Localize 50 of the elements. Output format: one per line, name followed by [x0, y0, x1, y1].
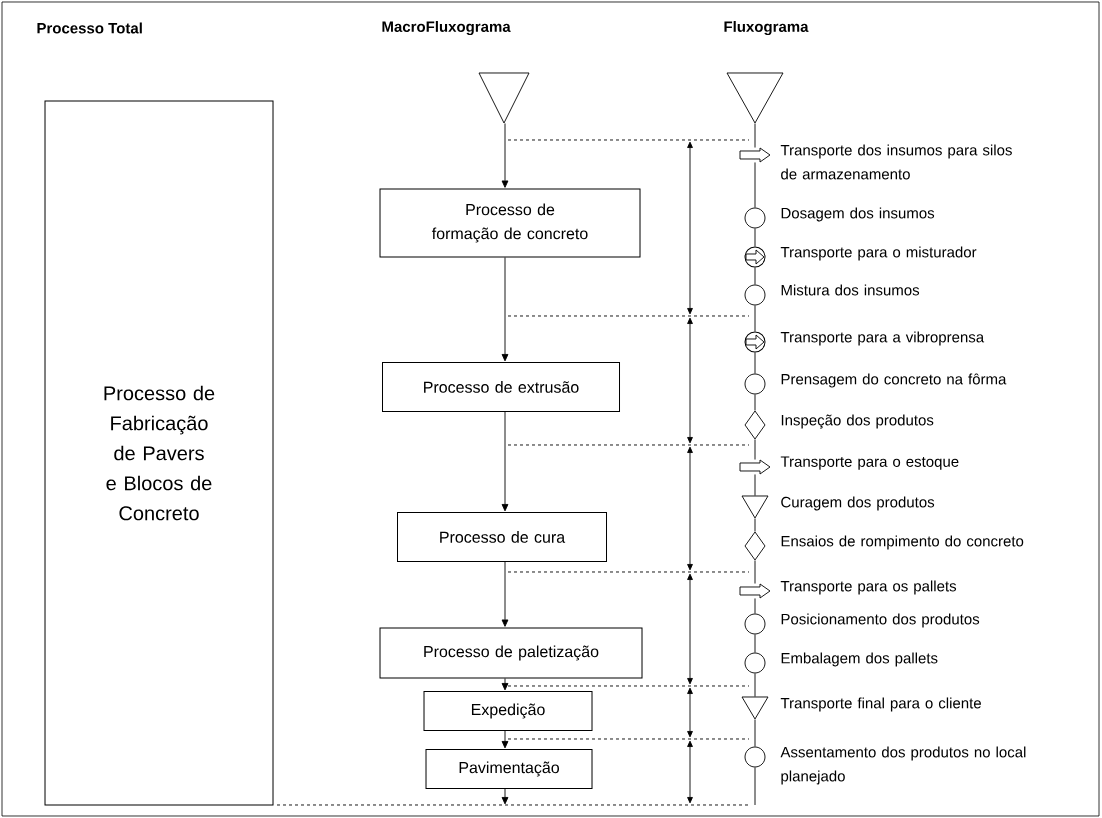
step-label: Posicionamento dos produtos [781, 613, 980, 628]
connector-line [754, 634, 756, 653]
connector-line [754, 123, 756, 148]
step-label: Curagem dos produtos [781, 496, 935, 511]
step-label: Transporte para os pallets [780, 580, 957, 595]
connector-line [754, 767, 756, 806]
step-label: Transporte dos insumos para silos de armazenamento [780, 144, 1012, 180]
step-label: Dosagem dos insumos [781, 207, 935, 222]
step-label: Ensaios de rompimento do concreto [781, 535, 1024, 550]
connector-line [754, 228, 756, 247]
process-panel: Processo de Fabricação de Pavers e Blocos de Concreto [44, 100, 274, 806]
arrow [501, 257, 509, 362]
connector-line [754, 560, 756, 584]
step-label: Assentamento dos produtos no local planejado [780, 746, 1026, 785]
connector-line [754, 673, 756, 697]
column-header: Fluxograma [724, 20, 809, 36]
connector-line [754, 598, 756, 614]
step-label: Inspeção dos produtos [781, 414, 934, 429]
connector-line [754, 474, 756, 496]
process-box: Pavimentação [425, 749, 593, 789]
process-box: Processo de paletização [379, 627, 643, 679]
step-label: Prensagem do concreto na fôrma [781, 373, 1007, 388]
triangle-symbol [726, 72, 784, 124]
arrow [501, 730, 509, 749]
connector-line [754, 518, 756, 532]
step-label: Transporte para a vibroprensa [780, 331, 985, 346]
connector-line [754, 267, 756, 285]
process-box: Processo de extrusão [382, 362, 620, 412]
connector-line [754, 439, 756, 460]
arrow [501, 678, 509, 691]
triangle-symbol [478, 72, 530, 124]
step-label: Mistura dos insumos [781, 284, 920, 296]
connector-line [754, 352, 756, 374]
step-label: Transporte para o misturador [780, 246, 977, 261]
process-box: Processo de cura [397, 512, 607, 562]
step-label: Embalagem dos pallets [781, 652, 938, 667]
process-box: Expedição [423, 691, 593, 731]
arrow [501, 561, 509, 627]
column-header: Processo Total [37, 22, 142, 34]
arrow [501, 123, 509, 188]
process-box: Processo de formação de concreto [379, 188, 641, 258]
column-header: MacroFluxograma [382, 20, 511, 36]
connector-line [754, 719, 756, 747]
connector-line [754, 305, 756, 332]
arrow [501, 788, 509, 805]
connector-line [754, 394, 756, 411]
step-label: Transporte final para o cliente [780, 697, 981, 712]
arrow [501, 411, 509, 512]
connector-line [754, 162, 756, 208]
step-label: Transporte para o estoque [780, 456, 959, 470]
